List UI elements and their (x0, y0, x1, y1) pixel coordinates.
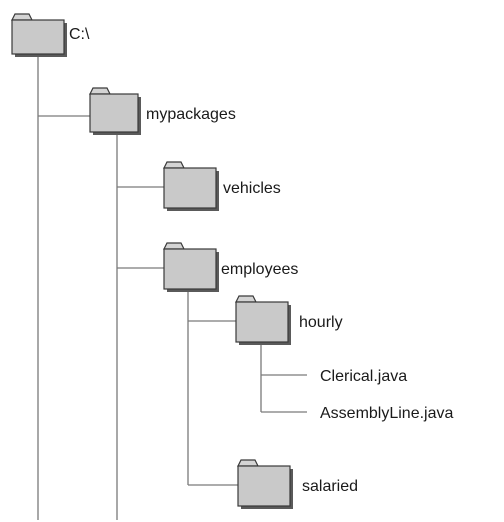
folder-label-mypackages: mypackages (146, 106, 236, 123)
folder-label-hourly: hourly (299, 314, 343, 331)
folder-icon (237, 459, 293, 509)
folder-label-root: C:\ (69, 26, 90, 43)
folder-label-vehicles: vehicles (223, 180, 281, 197)
file-node-clerical[interactable]: Clerical.java (320, 368, 407, 385)
folder-label-salaried: salaried (302, 478, 358, 495)
folder-node-vehicles[interactable]: vehicles (163, 161, 281, 211)
folder-icon (235, 295, 291, 345)
file-node-assemblyline[interactable]: AssemblyLine.java (320, 405, 454, 422)
folder-node-salaried[interactable]: salaried (237, 459, 358, 509)
folder-label-employees: employees (221, 261, 298, 278)
folder-icon (89, 87, 141, 135)
file-label-clerical: Clerical.java (320, 368, 407, 385)
file-label-assemblyline: AssemblyLine.java (320, 405, 454, 422)
folder-node-mypackages[interactable]: mypackages (89, 87, 236, 135)
folder-node-root[interactable]: C:\ (11, 13, 90, 57)
folder-icon (163, 242, 219, 292)
folder-icon (11, 13, 67, 57)
folder-node-employees[interactable]: employees (163, 242, 298, 292)
folder-node-hourly[interactable]: hourly (235, 295, 343, 345)
tree-connectors (37, 55, 307, 520)
folder-icon (163, 161, 219, 211)
